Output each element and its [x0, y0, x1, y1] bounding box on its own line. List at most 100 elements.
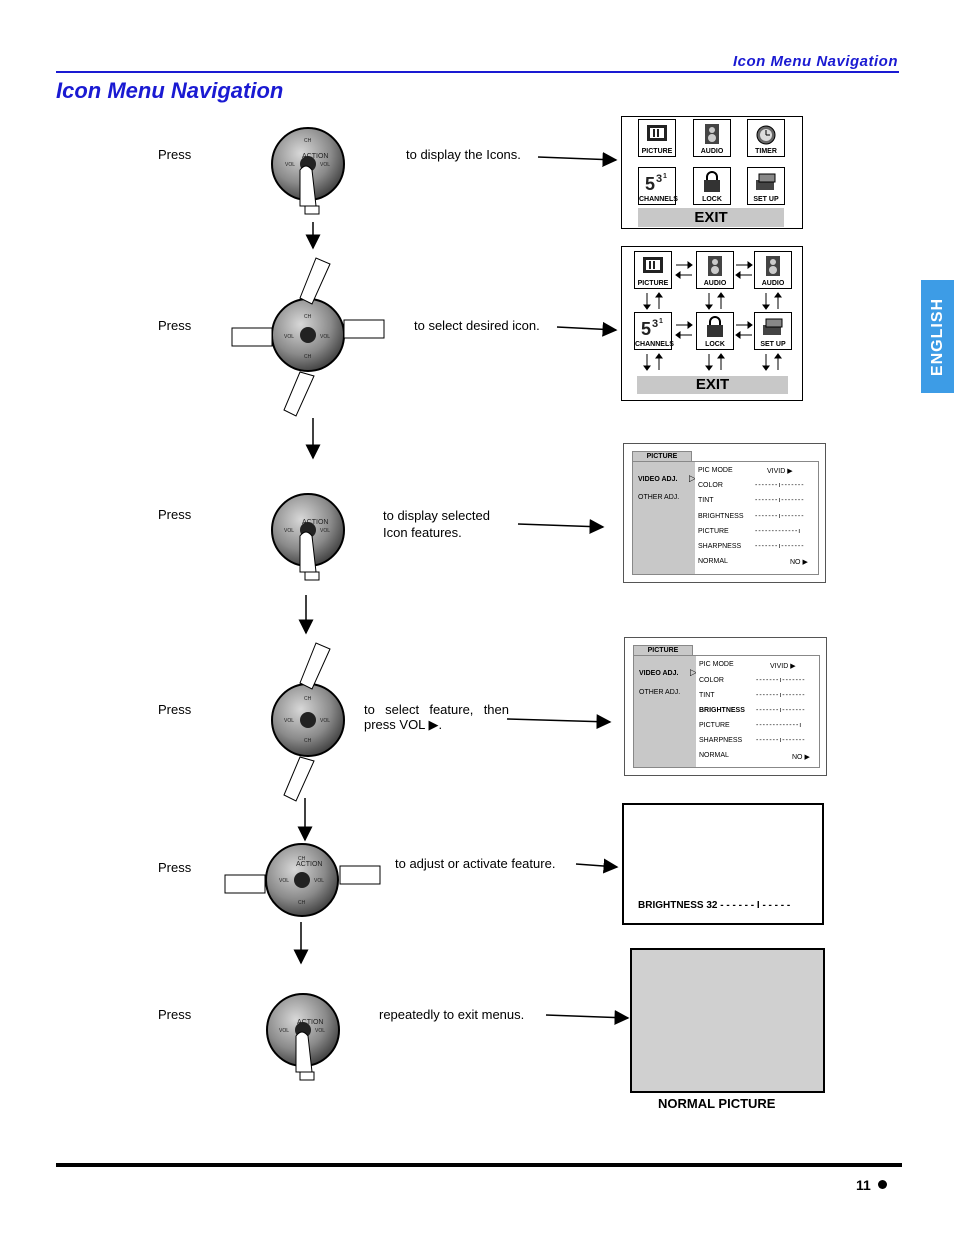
menu-body: VIDEO ADJ. OTHER ADJ. ▷ PIC MODE VIVID ▶…	[633, 655, 820, 768]
menu-item-label: PICTURE	[699, 722, 730, 729]
lock-icon: LOCK	[696, 312, 734, 350]
svg-text:5: 5	[641, 319, 651, 338]
menu-item-value: -------------ı	[755, 528, 802, 535]
svg-text:ACTION: ACTION	[302, 519, 328, 526]
step-6-press: Press	[158, 1007, 192, 1022]
menu-item-value: -------ı-------	[755, 543, 805, 550]
picture-icon: PICTURE	[638, 119, 676, 157]
header-rule	[56, 71, 899, 73]
flow-arrow-right	[517, 519, 605, 535]
icon-label: PICTURE	[641, 148, 673, 155]
menu-item-label: TINT	[699, 692, 715, 699]
page-title: Icon Menu Navigation	[56, 78, 284, 103]
brightness-readout: BRIGHTNESS 32 - - - - - - I - - - - -	[638, 900, 791, 911]
svg-text:VOL: VOL	[320, 334, 330, 340]
setup-icon: SET UP	[747, 167, 785, 205]
step-3-press: Press	[158, 507, 192, 522]
menu-item-label: BRIGHTNESS	[698, 513, 744, 520]
svg-text:VOL: VOL	[320, 718, 330, 724]
audio-icon: AUDIO	[754, 251, 792, 289]
menu-item-value: -------ı-------	[755, 513, 805, 520]
audio-icon: AUDIO	[696, 251, 734, 289]
menu-left-item: OTHER ADJ.	[639, 689, 681, 696]
exit-bar: EXIT	[638, 208, 784, 227]
svg-text:ACTION: ACTION	[296, 861, 322, 868]
menu-item-label: COLOR	[698, 482, 723, 489]
menu-items: PIC MODE VIVID ▶ COLOR -------ı------- T…	[696, 656, 819, 767]
timer-icon: TIMER	[747, 119, 785, 157]
step-5-press: Press	[158, 860, 192, 875]
menu-body: VIDEO ADJ. OTHER ADJ. ▷ PIC MODE VIVID ▶…	[632, 461, 819, 575]
svg-text:CH: CH	[304, 314, 312, 320]
flow-arrow-right	[506, 714, 612, 730]
svg-text:VOL: VOL	[315, 1028, 325, 1034]
menu-item-value: -------ı-------	[756, 692, 806, 699]
step-1-text: to display the Icons.	[406, 147, 521, 162]
icon-label: TIMER	[755, 148, 777, 155]
menu-items: PIC MODE VIVID ▶ COLOR -------ı------- T…	[695, 462, 818, 574]
menu-item-label-selected: BRIGHTNESS	[699, 707, 745, 714]
icon-label: AUDIO	[703, 280, 727, 287]
icon-label: AUDIO	[700, 148, 724, 155]
icon-nav-arrows	[643, 261, 782, 371]
step-4-press: Press	[158, 702, 192, 717]
lock-icon: LOCK	[693, 167, 731, 205]
icon-label: LOCK	[705, 341, 725, 348]
menu-item-value: NO ▶	[790, 559, 808, 566]
picture-menu-2: PICTURE VIDEO ADJ. OTHER ADJ. ▷ PIC MODE…	[624, 637, 827, 776]
svg-text:VOL: VOL	[279, 1028, 289, 1034]
section-header: Icon Menu Navigation	[732, 53, 898, 70]
flow-arrow-right	[556, 321, 618, 337]
svg-text:VOL: VOL	[284, 528, 294, 534]
menu-item-label: PIC MODE	[699, 661, 734, 668]
brightness-screen: BRIGHTNESS 32 - - - - - - I - - - - -	[622, 803, 824, 925]
flow-arrow-right	[575, 858, 619, 874]
step-5-text: to adjust or activate feature.	[395, 856, 556, 871]
language-tab: ENGLISH	[921, 280, 954, 393]
svg-text:VOL: VOL	[314, 878, 324, 884]
menu-item-label: SHARPNESS	[699, 737, 743, 744]
icon-label: CHANNELS	[639, 196, 678, 203]
step-2-text: to select desired icon.	[414, 318, 540, 333]
menu-cursor-icon: ▷	[690, 667, 697, 677]
menu-item-value: VIVID ▶	[767, 468, 793, 475]
svg-text:1: 1	[659, 318, 663, 325]
flow-arrow-right	[545, 1010, 630, 1026]
svg-text:3: 3	[652, 318, 658, 330]
icon-label: SET UP	[753, 196, 779, 203]
svg-text:CH: CH	[304, 696, 312, 702]
menu-item-value: -------ı-------	[756, 737, 806, 744]
bullet-icon	[878, 1180, 887, 1189]
setup-icon: SET UP	[754, 312, 792, 350]
svg-text:VOL: VOL	[320, 528, 330, 534]
svg-text:ACTION: ACTION	[297, 1019, 323, 1026]
step-1-press: Press	[158, 147, 192, 162]
menu-item-label: PIC MODE	[698, 467, 733, 474]
menu-item-value: -------ı-------	[755, 482, 805, 489]
svg-text:VOL: VOL	[279, 878, 289, 884]
step-3-text: to display selected Icon features.	[383, 508, 490, 540]
menu-item-value: -------ı-------	[756, 677, 806, 684]
svg-text:3: 3	[656, 173, 662, 185]
svg-text:VOL: VOL	[284, 718, 294, 724]
menu-item-label: COLOR	[699, 677, 724, 684]
remote-button-6: ACTION VOL VOL	[266, 993, 340, 1081]
svg-text:CH: CH	[304, 354, 312, 360]
menu-item-label: SHARPNESS	[698, 543, 742, 550]
remote-button-4: CH VOL VOL CH	[271, 642, 345, 802]
flow-arrow-right	[537, 151, 618, 167]
step-6-text: repeatedly to exit menus.	[379, 1007, 525, 1022]
picture-menu-1: PICTURE VIDEO ADJ. OTHER ADJ. ▷ PIC MODE…	[623, 443, 826, 583]
icon-label: PICTURE	[637, 280, 669, 287]
svg-text:ACTION: ACTION	[302, 153, 328, 160]
icon-label: CHANNELS	[635, 341, 674, 348]
icon-label: LOCK	[702, 196, 722, 203]
svg-text:1: 1	[663, 173, 667, 180]
svg-text:CH: CH	[304, 138, 312, 144]
menu-left-item: VIDEO ADJ.	[638, 476, 678, 483]
